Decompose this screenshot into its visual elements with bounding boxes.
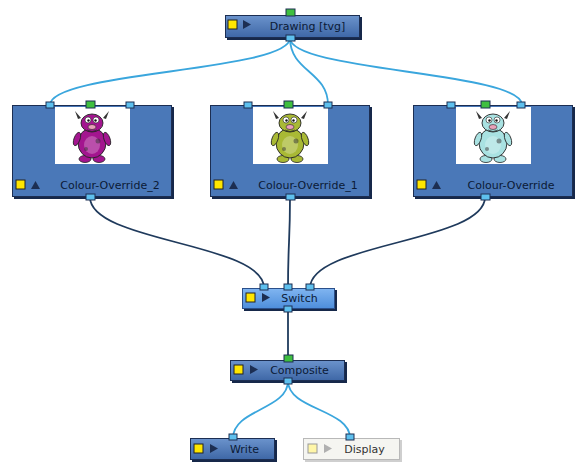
node-connector (50, 38, 290, 105)
switch-node: Switch (242, 288, 335, 309)
port (86, 194, 95, 200)
port (447, 102, 455, 108)
node-connector (288, 197, 290, 288)
port (286, 9, 295, 16)
port (324, 102, 332, 108)
character-thumbnail (72, 111, 112, 163)
port (284, 284, 292, 290)
display-node: Display (303, 438, 400, 460)
thumbnail (55, 107, 130, 164)
thumbnail (456, 107, 531, 164)
node-connector (288, 381, 350, 438)
port (284, 306, 292, 312)
expand-arrow (262, 293, 270, 302)
port (229, 434, 237, 440)
node-connector (290, 38, 328, 105)
node-connector (90, 197, 264, 288)
colour-override-node: Colour-Override_2 (12, 105, 172, 197)
node-connector (233, 381, 288, 438)
port (86, 101, 95, 108)
enable-toggle (246, 293, 255, 302)
port (46, 102, 54, 108)
expand-arrow (210, 444, 218, 453)
character-thumbnail (270, 111, 310, 163)
port (517, 102, 525, 108)
expand-arrow (324, 444, 332, 453)
composite-node: Composite (230, 360, 345, 381)
read-node: Drawing [tvg] (225, 15, 360, 38)
port (286, 194, 295, 200)
node-connector (287, 309, 289, 360)
node-label: Composite (270, 364, 329, 377)
write-node: Write (190, 438, 275, 460)
port (260, 284, 268, 290)
expand-arrow (243, 20, 251, 29)
collapse-arrow (31, 181, 40, 189)
port (481, 101, 490, 108)
enable-toggle (214, 180, 223, 189)
enable-toggle (234, 365, 243, 374)
thumbnail (253, 107, 328, 164)
node-connector (290, 38, 522, 105)
port (346, 434, 354, 440)
node-label: Colour-Override (468, 179, 555, 192)
expand-arrow (250, 365, 258, 374)
port (286, 35, 295, 41)
node-connector (310, 197, 485, 288)
character-thumbnail (473, 111, 513, 163)
port (284, 101, 293, 108)
port (481, 194, 490, 200)
enable-toggle (194, 444, 203, 453)
node-label: Display (344, 443, 385, 456)
port (284, 378, 292, 384)
collapse-arrow (229, 181, 238, 189)
enable-toggle (417, 180, 426, 189)
enable-toggle (308, 444, 317, 453)
enable-toggle (16, 180, 25, 189)
port (306, 284, 314, 290)
node-label: Write (230, 443, 259, 456)
node-label: Colour-Override_1 (258, 179, 357, 192)
port (284, 355, 293, 362)
colour-override-node: Colour-Override (413, 105, 573, 197)
enable-toggle (228, 20, 237, 29)
port (244, 102, 252, 108)
port (126, 102, 134, 108)
node-label: Switch (281, 292, 317, 305)
node-label: Colour-Override_2 (60, 179, 159, 192)
colour-override-node: Colour-Override_1 (210, 105, 370, 197)
node-label: Drawing [tvg] (270, 20, 346, 33)
collapse-arrow (432, 181, 441, 189)
